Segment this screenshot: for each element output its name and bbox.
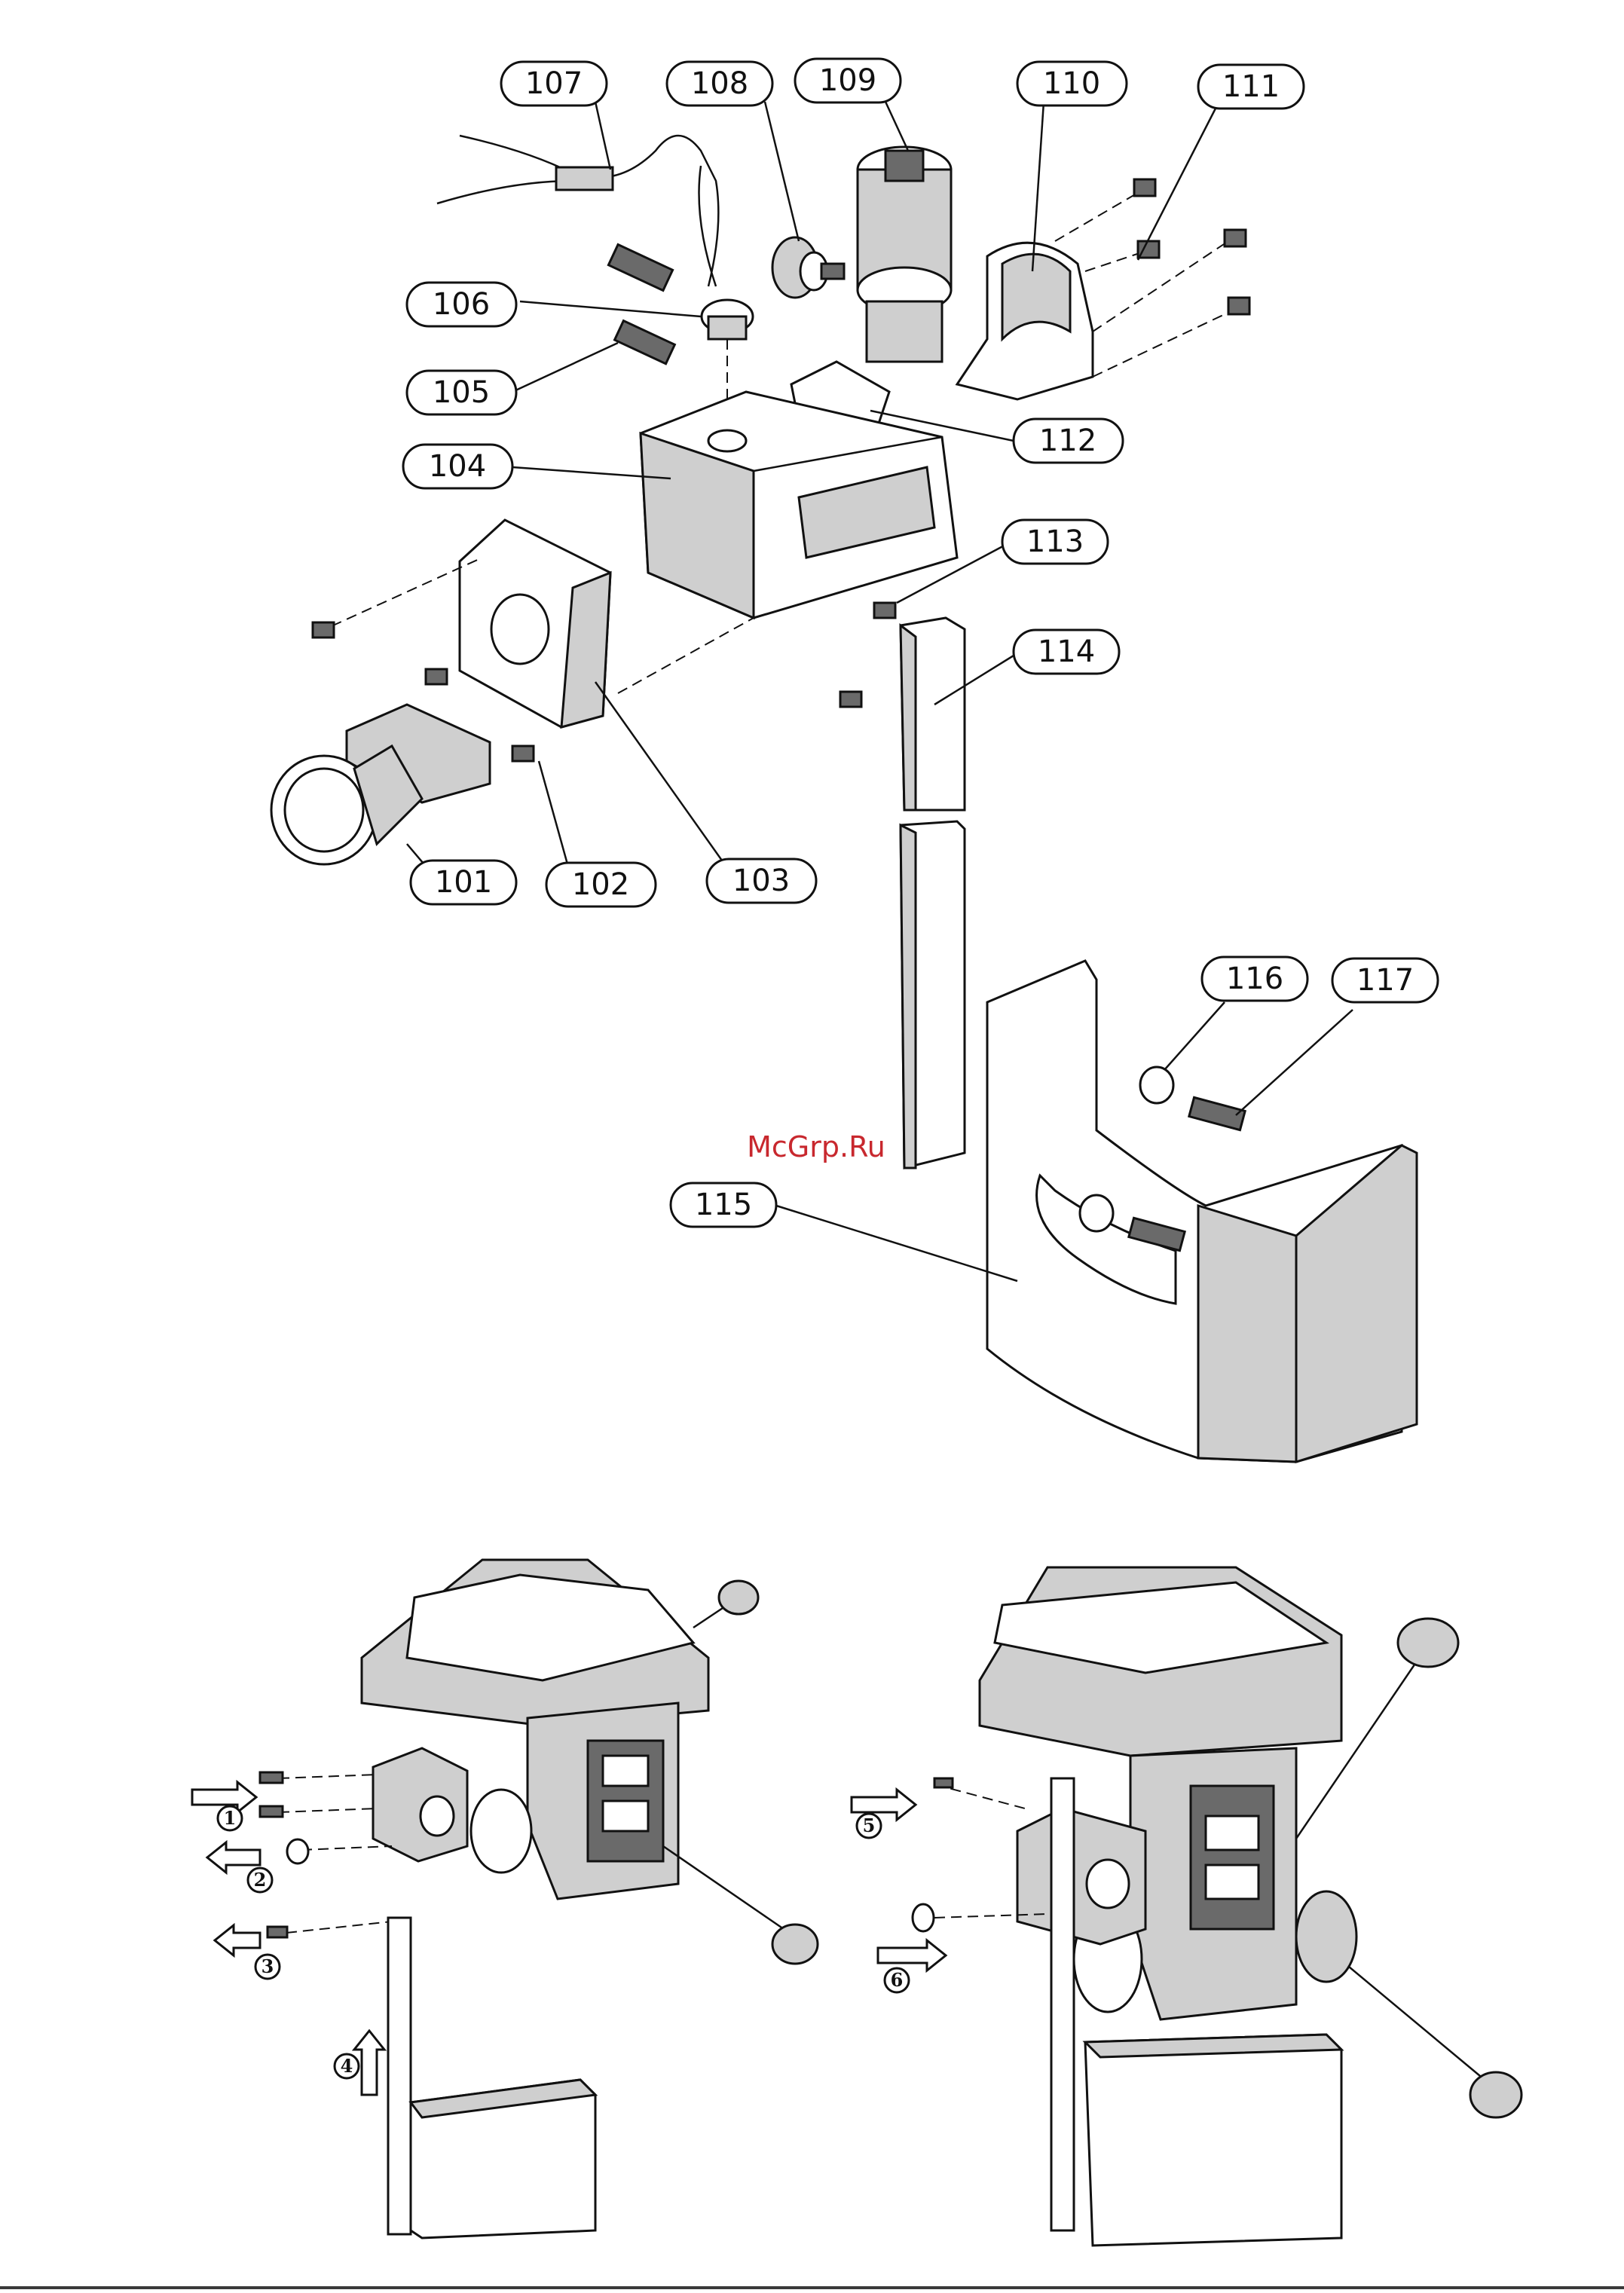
arrow-step-2: 2 <box>207 1842 272 1892</box>
exploded-view <box>271 136 1417 1462</box>
assembly-step-right: 5 6 <box>852 1567 1522 2246</box>
part-108-strain-relief <box>772 237 844 298</box>
svg-text:106: 106 <box>433 287 490 322</box>
switch-box-left <box>260 1748 467 1937</box>
callout-112: 112 <box>1014 419 1123 463</box>
svg-text:105: 105 <box>433 375 490 410</box>
svg-text:3: 3 <box>261 1955 274 1977</box>
arrow-step-4: 4 <box>335 2031 384 2095</box>
assembly-step-left: 1 2 3 4 <box>192 1560 818 2238</box>
svg-text:103: 103 <box>732 864 790 898</box>
part-114-bracket-lower <box>901 821 965 1168</box>
part-107-cable <box>437 136 718 286</box>
part-101-switch-knob <box>271 705 490 864</box>
svg-text:107: 107 <box>525 66 583 101</box>
svg-text:1: 1 <box>224 1807 237 1829</box>
svg-text:113: 113 <box>1026 524 1084 559</box>
callout-115: 115 <box>671 1183 776 1227</box>
svg-text:116: 116 <box>1226 962 1283 996</box>
svg-text:117: 117 <box>1356 963 1414 998</box>
svg-text:112: 112 <box>1039 423 1096 458</box>
svg-text:102: 102 <box>572 867 629 902</box>
svg-text:101: 101 <box>435 865 492 900</box>
part-110-clamp <box>957 243 1093 399</box>
part-113-screws <box>840 603 895 707</box>
callout-116: 116 <box>1202 957 1307 1001</box>
arrow-step-1: 1 <box>192 1782 256 1830</box>
svg-text:4: 4 <box>341 2055 353 2077</box>
svg-text:6: 6 <box>891 1969 904 1991</box>
callout-108: 108 <box>667 62 772 105</box>
callout-109: 109 <box>795 59 901 102</box>
callout-106: 106 <box>407 283 516 326</box>
callout-103: 103 <box>707 859 816 903</box>
part-109-capacitor <box>858 147 951 362</box>
watermark: McGrp.Ru <box>747 1130 885 1163</box>
svg-text:111: 111 <box>1222 69 1280 104</box>
part-104-housing <box>641 392 957 618</box>
callout-104: 104 <box>403 445 512 488</box>
callout-105: 105 <box>407 371 516 414</box>
svg-text:5: 5 <box>863 1815 876 1836</box>
svg-text:115: 115 <box>695 1188 752 1222</box>
callout-110: 110 <box>1017 62 1127 105</box>
callout-101: 101 <box>411 861 516 904</box>
callout-111: 111 <box>1198 65 1304 109</box>
callout-113: 113 <box>1002 520 1108 564</box>
svg-text:2: 2 <box>254 1869 267 1891</box>
part-114-bracket-upper <box>901 618 965 810</box>
svg-text:108: 108 <box>691 66 748 101</box>
svg-text:109: 109 <box>819 63 876 98</box>
svg-text:104: 104 <box>429 449 486 484</box>
svg-text:110: 110 <box>1043 66 1100 101</box>
part-105-screws <box>608 245 674 364</box>
callout-117: 117 <box>1332 958 1438 1002</box>
part-115-guard <box>987 961 1417 1462</box>
callout-107: 107 <box>501 62 607 105</box>
svg-text:114: 114 <box>1038 634 1095 669</box>
guard-left <box>388 1918 595 2238</box>
callout-114: 114 <box>1014 630 1119 674</box>
arrow-step-5: 5 <box>852 1790 916 1838</box>
arrow-step-6: 6 <box>878 1940 946 1992</box>
switch-box-right <box>913 1778 1145 1944</box>
callout-102: 102 <box>546 863 656 906</box>
